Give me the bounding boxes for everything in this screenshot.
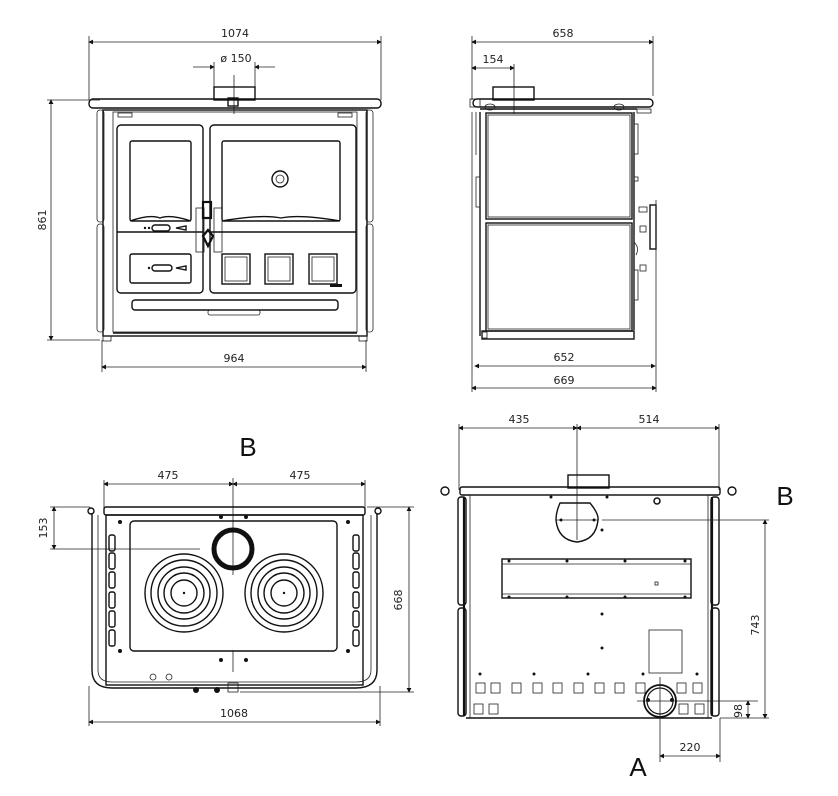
dim-label: 1074: [221, 27, 249, 40]
dim-label: 861: [36, 210, 49, 231]
side-panel-upper: [485, 112, 633, 220]
dim-label: 658: [553, 27, 574, 40]
rear-view: 435 514: [440, 413, 794, 782]
dim-front-width-base: 964: [101, 340, 367, 372]
dim-label: 475: [290, 469, 311, 482]
dim-side-flue-offset: 154: [471, 53, 515, 114]
dim-top-depth: 668: [240, 506, 414, 693]
dim-top-width: 1068: [88, 686, 381, 726]
dim-label: 668: [392, 590, 405, 611]
dim-label: 154: [483, 53, 504, 66]
flue-outlet-b: [211, 527, 255, 571]
dim-label: 652: [554, 351, 575, 364]
dim-label: 435: [509, 413, 530, 426]
oven-window: [221, 140, 341, 222]
dim-top-halves: 475 475: [103, 469, 366, 575]
side-view: 658 154: [469, 27, 657, 392]
dim-rear-flue-b-height: 743: [602, 519, 769, 719]
cooking-plate: [129, 520, 338, 652]
dim-rear-flue-a-height: 98: [637, 700, 758, 719]
dim-label: 514: [639, 413, 660, 426]
dim-label: 964: [224, 352, 245, 365]
dim-top-flue-from-back: 153: [37, 506, 200, 550]
dim-rear-offsets: 435 514: [458, 413, 720, 540]
dim-side-depth-total: 669: [471, 112, 657, 392]
dim-label: 220: [680, 741, 701, 754]
hot-plate-right: [244, 553, 324, 633]
rear-access-panel: [648, 629, 683, 674]
flue-collar: [492, 86, 535, 101]
dim-label: 475: [158, 469, 179, 482]
dim-front-height: 861: [36, 99, 100, 341]
oven-door: [209, 124, 357, 294]
flue-outlet-b: [555, 502, 599, 543]
side-vents-right: [352, 534, 360, 647]
dim-label: 1068: [220, 707, 248, 720]
side-vents-left: [108, 534, 116, 647]
cooktop-plate: [88, 98, 382, 109]
flue-label-a: A: [629, 752, 647, 782]
cooktop-plate: [472, 98, 654, 108]
dim-front-width-top: 1074: [88, 27, 382, 100]
firebox-glass: [129, 140, 192, 222]
dim-rear-flue-a-offset: 220: [659, 677, 721, 762]
dim-label: ø 150: [220, 52, 251, 65]
ash-drawer: [129, 253, 192, 284]
side-panel-lower: [485, 222, 633, 332]
dim-label: 153: [37, 518, 50, 539]
flue-collar: [213, 86, 256, 101]
dim-label: 743: [749, 615, 762, 636]
rear-panel: [469, 494, 709, 719]
dim-label: 98: [732, 704, 745, 718]
rear-connector-row: [473, 682, 705, 715]
dim-side-depth-body: 652: [474, 351, 656, 369]
top-view: B 475 475 153: [37, 432, 414, 726]
front-view: 1074 ø 150: [36, 27, 382, 372]
stove-body: [102, 109, 368, 337]
rear-vent-plate: [501, 558, 692, 599]
flue-label-b: B: [239, 432, 256, 462]
thermometer-icon: [271, 170, 289, 188]
dim-label: 669: [554, 374, 575, 387]
flue-label-b: B: [776, 481, 793, 511]
top-plate-frame: [103, 506, 366, 516]
hot-plate-left: [144, 553, 224, 633]
